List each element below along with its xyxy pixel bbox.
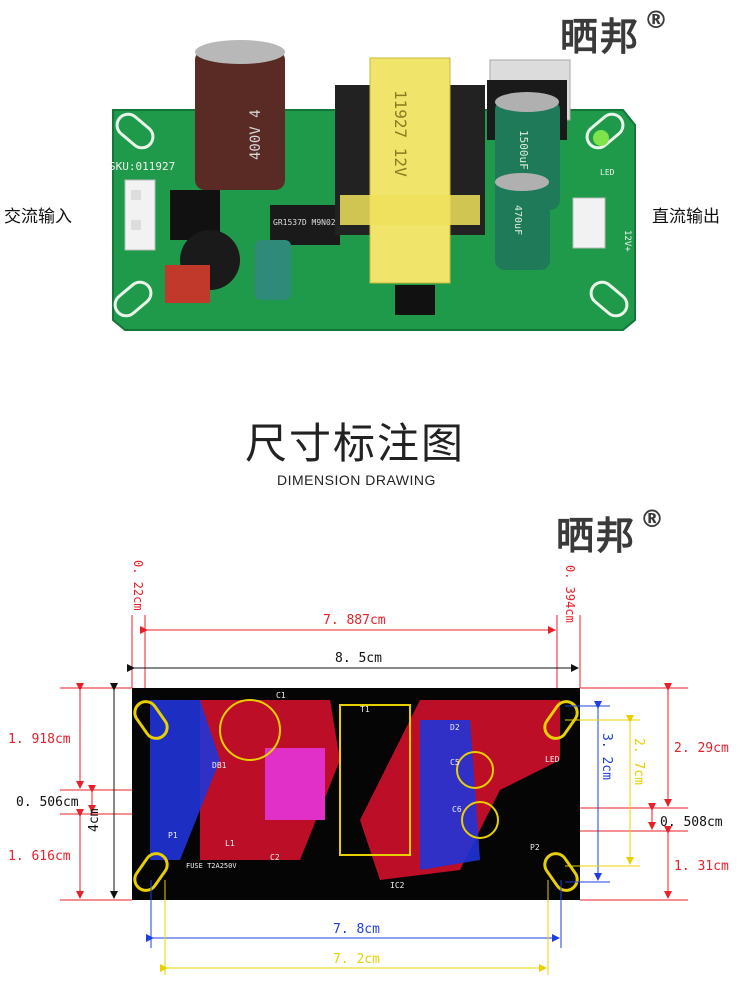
- brand-registered-mark: ®: [640, 505, 667, 533]
- mounting-slot: [113, 280, 153, 318]
- pcb-label: P2: [530, 843, 540, 852]
- mounting-slot: [589, 280, 629, 318]
- output-capacitor-label: 1500uF: [517, 130, 530, 170]
- pcb-slot: [133, 700, 169, 740]
- pcb-c5-outline: [456, 751, 494, 789]
- small-capacitor: [255, 240, 291, 300]
- fuse: [165, 265, 210, 303]
- pcb-slot: [543, 700, 579, 740]
- pcb-c1-outline: [219, 699, 281, 761]
- chip-label: GR1537D M9N02: [273, 218, 336, 227]
- pcb-label: D2: [450, 723, 460, 732]
- dim-right-yellow: 2. 7cm: [631, 738, 646, 785]
- output-silkscreen: 12V+: [622, 230, 632, 252]
- pcb-label: C6: [452, 805, 462, 814]
- brand-name: 晒邦: [560, 15, 641, 59]
- dim-left-bottom: 1. 616cm: [8, 849, 71, 864]
- mounting-slot: [115, 112, 155, 150]
- dim-total-width: 8. 5cm: [335, 651, 382, 666]
- pcb-label: C5: [450, 758, 460, 767]
- smd-chip: [395, 285, 435, 315]
- pcb-label: LED: [545, 755, 560, 764]
- brand-logo-mid: 晒邦®: [556, 505, 666, 560]
- pcb-label: P1: [168, 831, 178, 840]
- dim-right-mid: 0. 508cm: [660, 815, 723, 830]
- pcb-labels: C1 T1 DB1 L1 C2 IC2 D2 C5 C6 P1 P2 LED F…: [168, 691, 560, 890]
- pcb-traces-blue: [150, 700, 480, 870]
- section-title-cn: 尺寸标注图: [245, 419, 466, 468]
- capacitor-label: 400V 4: [248, 109, 264, 160]
- sku-silkscreen: SKU:011927: [109, 160, 175, 173]
- dim-height: 4cm: [87, 808, 102, 832]
- input-connector: [124, 179, 156, 251]
- section-title-en: DIMENSION DRAWING: [277, 472, 436, 488]
- transformer-label: 11927 12V: [391, 90, 410, 177]
- mounting-slot: [585, 112, 625, 150]
- output-capacitor-2: [495, 180, 550, 270]
- led-silkscreen: LED: [600, 168, 615, 177]
- led-indicator: [593, 130, 609, 146]
- dim-inner-width: 7. 887cm: [323, 613, 386, 628]
- pcb-slot: [133, 852, 169, 892]
- dim-right-top: 2. 29cm: [674, 741, 729, 756]
- dim-right-blue: 3. 2cm: [599, 733, 614, 780]
- pcb-label: FUSE T2A250V: [186, 862, 237, 870]
- dim-bottom-blue: 7. 8cm: [333, 922, 380, 937]
- pcb-c6-outline: [461, 801, 499, 839]
- pcb-label: IC2: [390, 881, 405, 890]
- product-photo: SKU:011927 400V 4 GR1537D M9N02 11927 12…: [109, 40, 636, 331]
- pcb-label: L1: [225, 839, 235, 848]
- dim-top-left-offset: 0. 22cm: [131, 560, 145, 611]
- pcb-label: C1: [276, 691, 286, 700]
- transformer: [369, 57, 451, 284]
- pcb-label: T1: [360, 705, 370, 714]
- pcb-label: DB1: [212, 761, 227, 770]
- ac-input-label: 交流输入: [4, 207, 72, 227]
- brand-registered-mark: ®: [644, 6, 671, 34]
- dc-output-label: 直流输出: [652, 207, 720, 227]
- output-capacitor-2-label: 470uF: [512, 205, 523, 235]
- bulk-capacitor: [195, 50, 285, 190]
- pcb-magenta-area: [265, 748, 325, 820]
- brand-logo-top: 晒邦®: [560, 6, 670, 61]
- dim-left-top: 1. 918cm: [8, 732, 71, 747]
- dimension-drawing: C1 T1 DB1 L1 C2 IC2 D2 C5 C6 P1 P2 LED F…: [8, 560, 729, 975]
- pcb-transformer-outline: [339, 704, 411, 856]
- brand-name: 晒邦: [556, 514, 637, 558]
- dim-right-bottom: 1. 31cm: [674, 859, 729, 874]
- dim-bottom-yellow: 7. 2cm: [333, 952, 380, 967]
- output-connector: [572, 197, 606, 249]
- dim-top-right-offset: 0. 394cm: [563, 565, 577, 623]
- dim-left-mid: 0. 506cm: [16, 795, 79, 810]
- pcb-label: C2: [270, 853, 280, 862]
- pwm-chip: [270, 205, 340, 245]
